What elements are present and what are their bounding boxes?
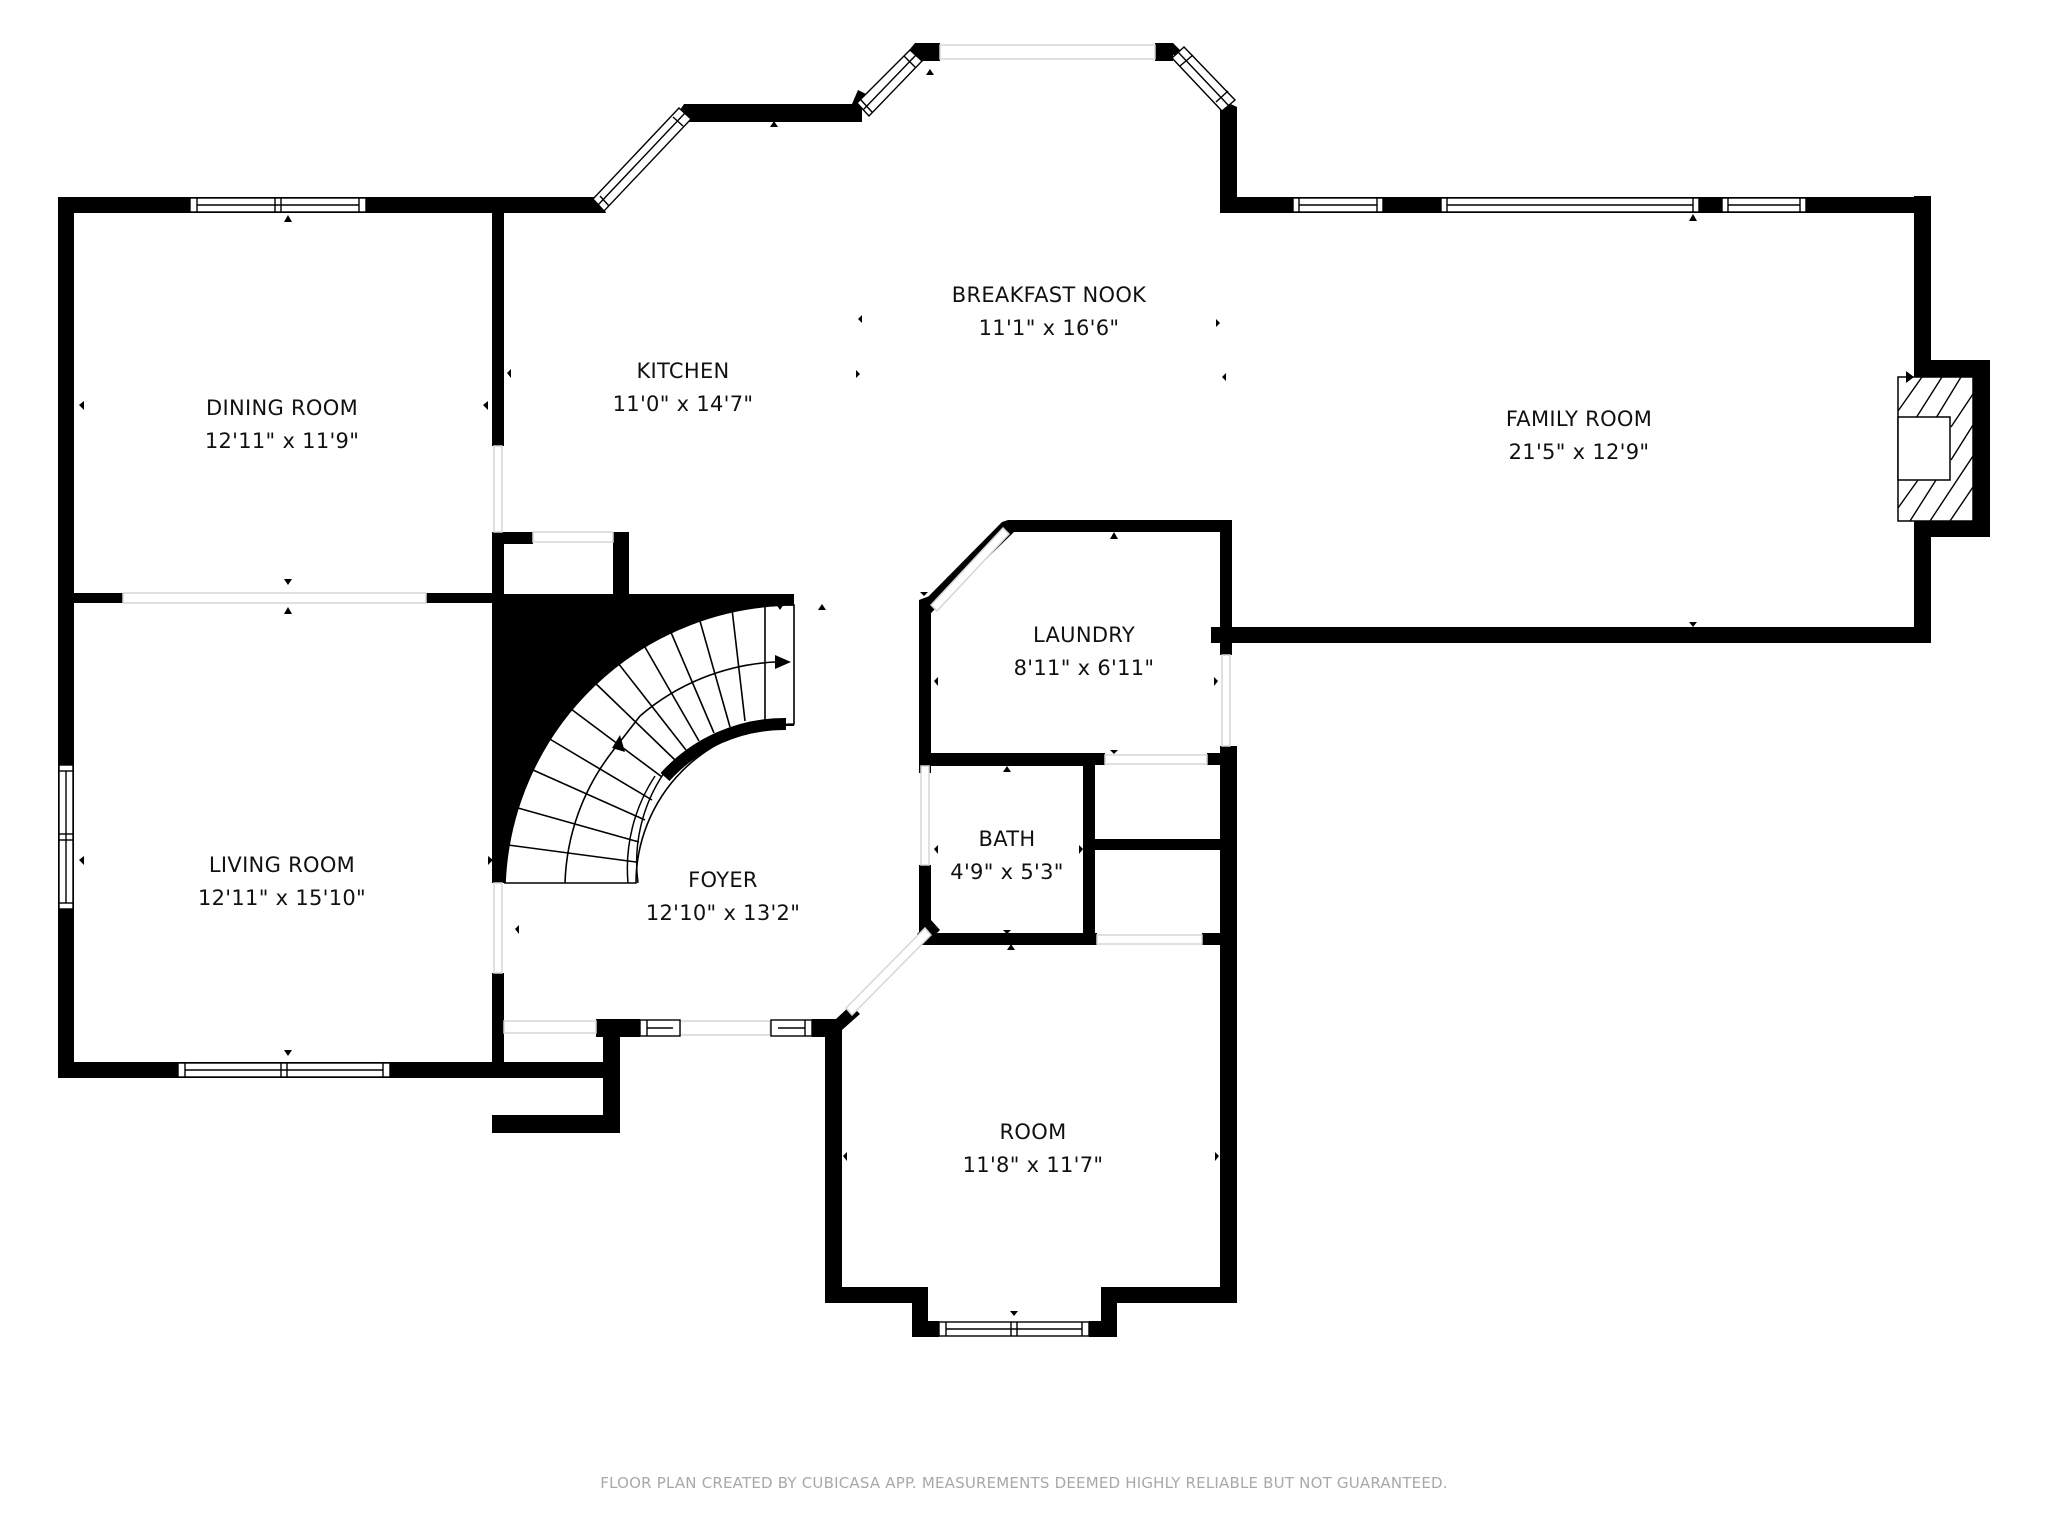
- windows: [58, 46, 1807, 1337]
- room-label-kitchen: KITCHEN 11'0" x 14'7": [613, 355, 754, 421]
- walls: [58, 43, 1990, 1337]
- room-name: ROOM: [999, 1120, 1067, 1144]
- room-dimensions: 11'1" x 16'6": [978, 316, 1120, 340]
- dimension-marker-icon: [79, 69, 1697, 1316]
- room-name: FOYER: [688, 868, 758, 892]
- window-icon: [856, 49, 924, 118]
- window-icon: [177, 1062, 391, 1078]
- room-dimensions: 21'5" x 12'9": [1508, 440, 1650, 464]
- disclaimer-footer: FLOOR PLAN CREATED BY CUBICASA APP. MEAS…: [600, 1474, 1448, 1492]
- room-name: BREAKFAST NOOK: [951, 283, 1147, 307]
- room-name: BATH: [978, 827, 1036, 851]
- room-label-bath: BATH 4'9" x 5'3": [950, 823, 1063, 889]
- room-name: DINING ROOM: [206, 396, 358, 420]
- room-label-family-room: FAMILY ROOM 21'5" x 12'9": [1506, 403, 1652, 469]
- fireplace-icon: [1897, 371, 1974, 522]
- room-label-dining: DINING ROOM 12'11" x 11'9": [205, 392, 359, 458]
- room-label-room: ROOM 11'8" x 11'7": [963, 1116, 1104, 1182]
- window-icon: [770, 1019, 813, 1037]
- room-dimensions: 12'11" x 11'9": [204, 429, 360, 453]
- window-icon: [1292, 197, 1384, 213]
- window-icon: [938, 1321, 1090, 1337]
- room-label-living-room: LIVING ROOM 12'11" x 15'10": [198, 849, 366, 915]
- room-dimensions: 11'0" x 14'7": [612, 392, 754, 416]
- room-dimensions: 12'11" x 15'10": [197, 886, 367, 910]
- room-dimensions: 12'10" x 13'2": [645, 901, 801, 925]
- window-icon: [189, 197, 367, 213]
- window-icon: [639, 1019, 681, 1037]
- room-label-foyer: FOYER 12'10" x 13'2": [646, 864, 800, 930]
- window-icon: [1440, 197, 1700, 213]
- room-dimensions: 11'8" x 11'7": [962, 1153, 1104, 1177]
- window-icon: [1721, 197, 1807, 213]
- staircase-icon: [504, 604, 795, 884]
- room-name: FAMILY ROOM: [1505, 407, 1653, 431]
- room-name: KITCHEN: [636, 359, 730, 383]
- room-name: LIVING ROOM: [208, 853, 356, 877]
- room-name: LAUNDRY: [1033, 623, 1135, 647]
- room-dimensions: 4'9" x 5'3": [950, 860, 1064, 884]
- room-label-breakfast-nook: BREAKFAST NOOK 11'1" x 16'6": [952, 279, 1147, 345]
- window-icon: [592, 107, 692, 213]
- room-dimensions: 8'11" x 6'11": [1013, 656, 1155, 680]
- window-icon: [1171, 46, 1237, 112]
- room-label-laundry: LAUNDRY 8'11" x 6'11": [1014, 619, 1155, 685]
- window-icon: [58, 764, 74, 910]
